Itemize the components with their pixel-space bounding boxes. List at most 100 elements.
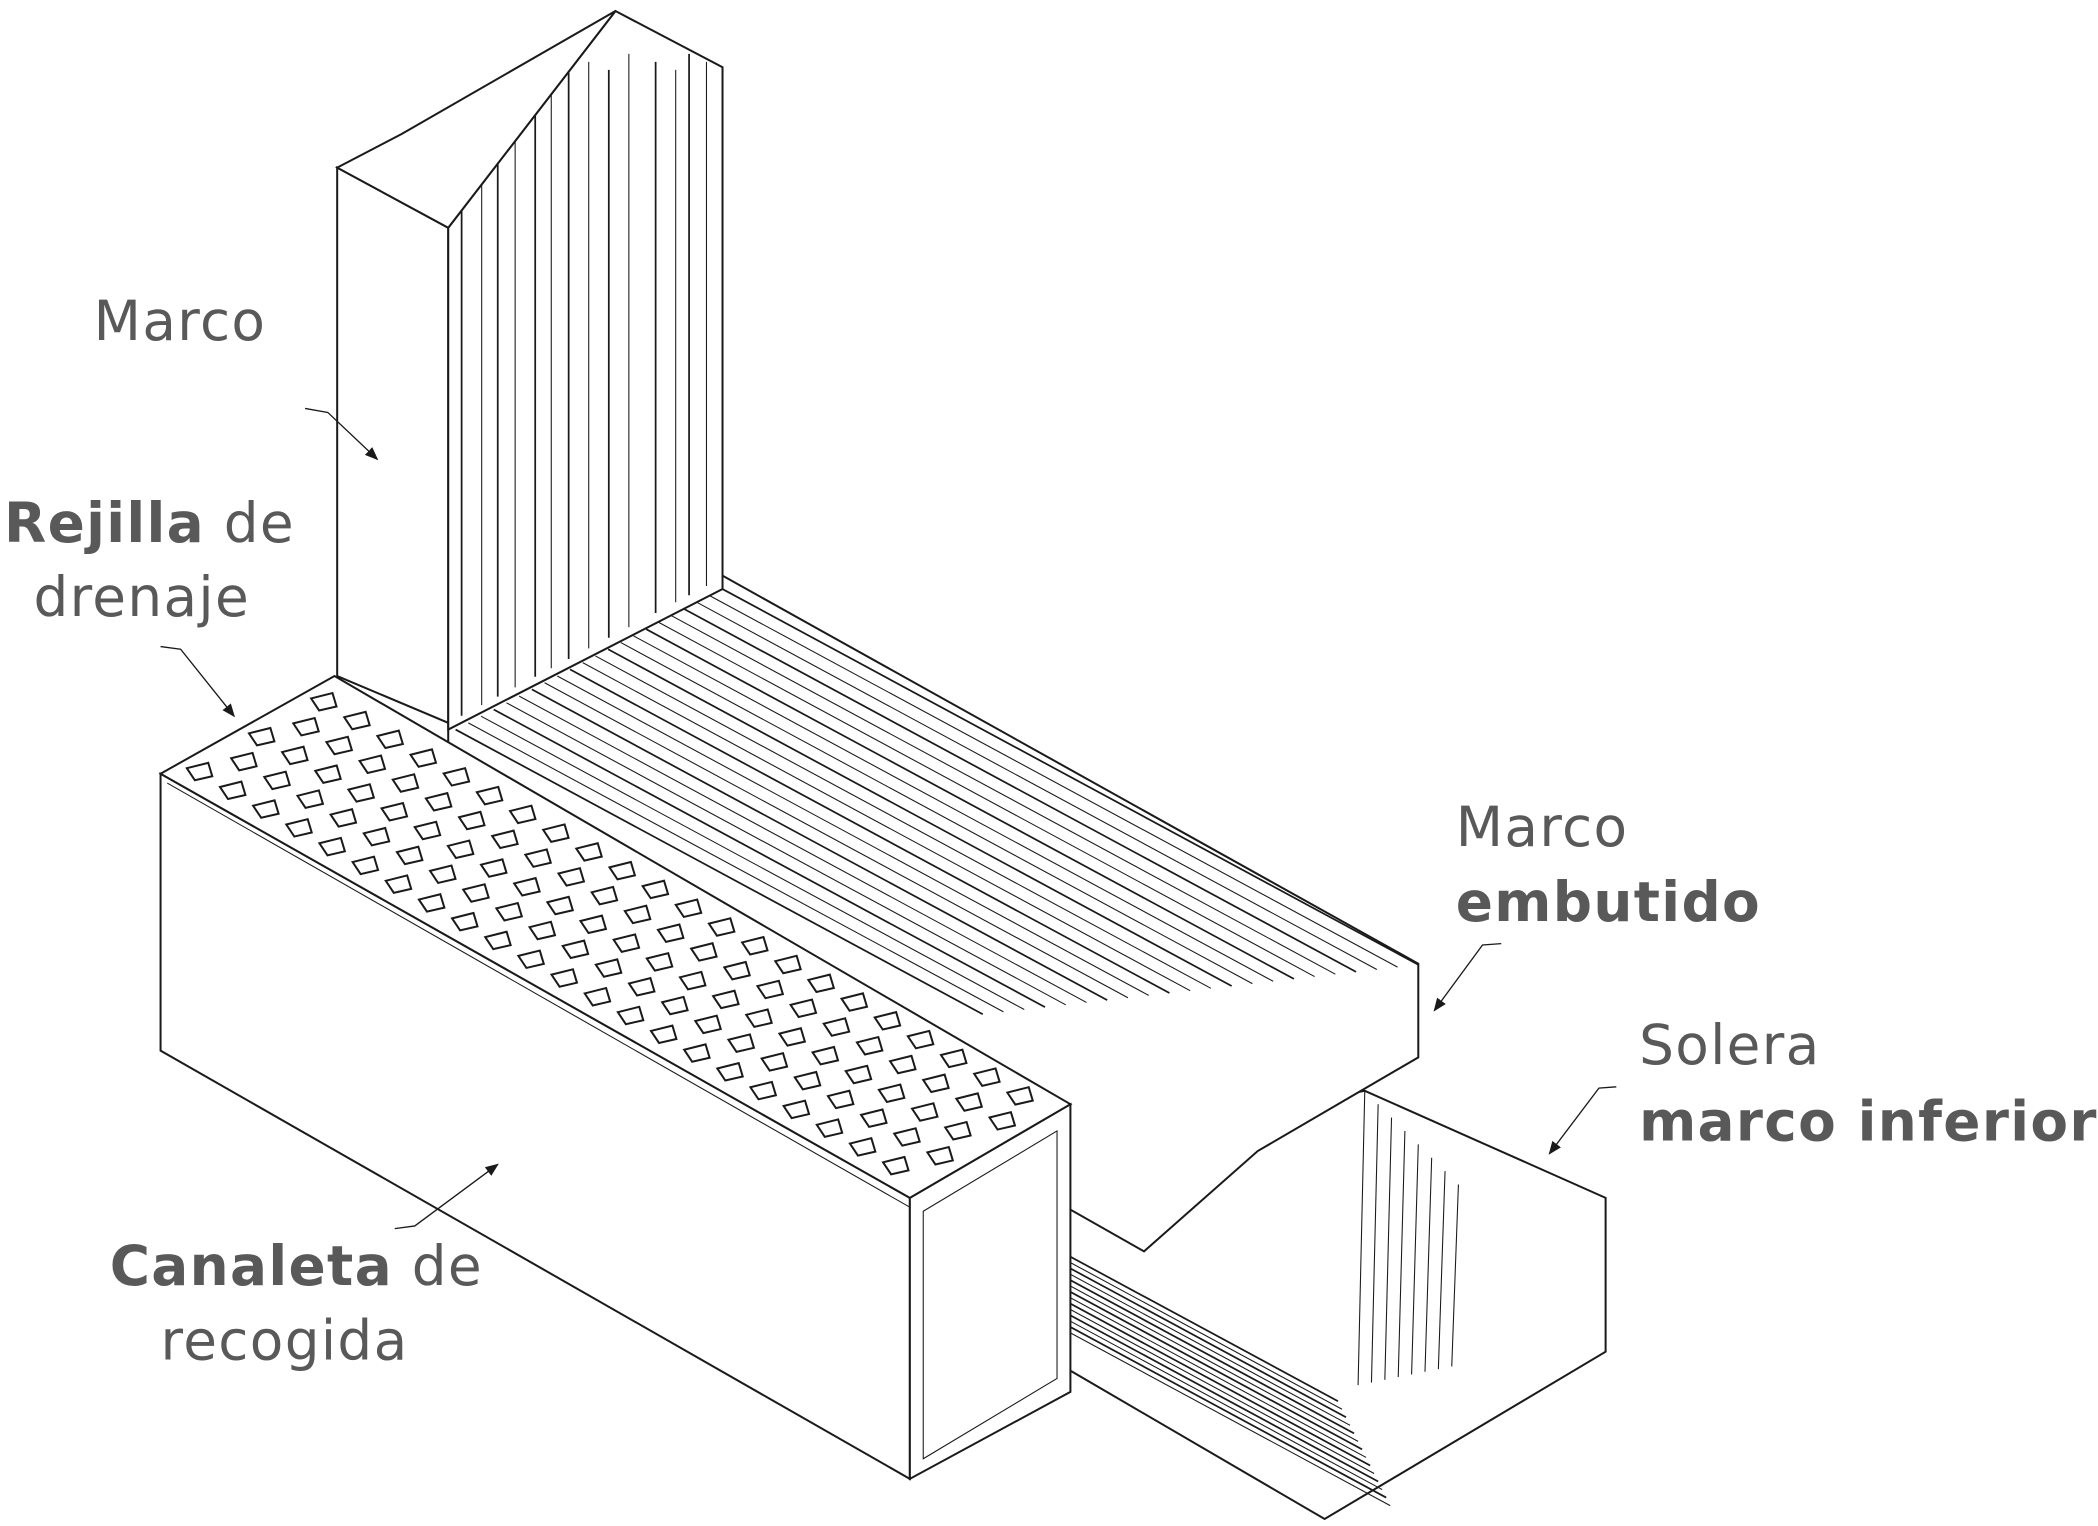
profile-line — [531, 688, 1108, 1001]
profile-line — [683, 608, 1357, 973]
drain-hole — [556, 866, 586, 887]
drain-hole — [391, 773, 420, 793]
marco-vertical-profile — [335, 9, 724, 732]
drain-hole — [417, 893, 446, 913]
drain-hole — [512, 876, 541, 897]
profile-line — [506, 702, 1066, 1006]
drain-hole — [822, 1017, 851, 1037]
drain-hole — [693, 1014, 723, 1035]
profile-line — [455, 728, 984, 1015]
drain-hole — [583, 986, 612, 1007]
profile-line — [1424, 1157, 1433, 1372]
profile-line — [620, 642, 1253, 985]
drain-hole — [649, 1024, 678, 1045]
drain-hole — [317, 836, 347, 857]
drain-hole — [755, 979, 785, 1000]
drain-hole — [313, 764, 342, 785]
label-canaleta-rest: de — [393, 1234, 483, 1298]
drain-hole — [793, 1070, 822, 1091]
drain-hole — [612, 933, 641, 953]
profile-line — [582, 662, 1191, 992]
drain-hole — [877, 1083, 906, 1104]
drain-hole — [641, 879, 670, 900]
drain-hole — [578, 914, 608, 935]
profile-line — [480, 715, 1025, 1010]
profile-line — [645, 628, 1295, 980]
drain-hole — [446, 839, 475, 860]
drain-hole — [362, 826, 391, 847]
drain-hole — [740, 935, 769, 956]
profile-line — [709, 595, 1398, 968]
drain-hole — [660, 995, 689, 1016]
svg-text:marco inferior: marco inferior — [1639, 1089, 2098, 1153]
drain-hole — [987, 1110, 1017, 1131]
drain-hole — [656, 923, 685, 944]
svg-text:drenaje: drenaje — [33, 565, 250, 629]
drain-hole — [726, 1033, 756, 1053]
drain-hole — [350, 855, 380, 876]
profile-line — [1370, 1104, 1379, 1383]
canaleta-box — [158, 674, 1073, 1481]
drain-hole — [479, 858, 508, 878]
drain-hole — [549, 968, 579, 988]
drain-hole — [428, 864, 457, 885]
drain-hole — [408, 748, 438, 768]
drain-hole — [711, 989, 740, 1010]
profile-line — [1451, 1184, 1459, 1367]
drain-hole — [594, 958, 623, 978]
profile-line — [1357, 1090, 1366, 1386]
drain-hole — [590, 885, 619, 906]
drain-hole — [384, 874, 413, 894]
drain-hole — [848, 1136, 877, 1157]
drain-hole — [357, 754, 387, 775]
profile-line — [544, 682, 1129, 999]
drain-hole — [972, 1067, 1001, 1087]
drain-hole — [379, 801, 409, 822]
drain-hole — [541, 823, 570, 843]
profile-line — [1397, 1130, 1406, 1378]
drain-hole — [229, 751, 258, 772]
svg-text:embutido: embutido — [1456, 870, 1761, 934]
drain-hole — [574, 842, 604, 862]
drain-hole — [450, 911, 479, 932]
drain-hole — [839, 992, 869, 1012]
label-marco-text: Marco — [94, 289, 267, 353]
drain-hole — [689, 942, 718, 962]
drain-hole — [616, 1005, 645, 1026]
svg-text:Solera: Solera — [1639, 1013, 1821, 1077]
drain-hole — [291, 716, 320, 737]
drain-hole — [715, 1061, 744, 1082]
label-rejilla-line2: drenaje — [33, 565, 250, 629]
label-canaleta-line2: recogida — [161, 1309, 409, 1373]
drain-hole — [395, 845, 424, 866]
drain-hole — [545, 895, 575, 916]
drain-hole — [707, 917, 736, 937]
profile-line — [633, 635, 1274, 982]
label-marco-embutido: Marco embutido — [1433, 795, 1761, 1012]
drain-hole — [674, 898, 703, 919]
label-marco: Marco — [94, 289, 379, 461]
label-rejilla: Rejilla de drenaje — [4, 491, 294, 718]
drain-hole — [346, 783, 376, 803]
drain-hole — [881, 1155, 910, 1176]
drain-hole — [295, 789, 325, 809]
label-solera: Solera marco inferior — [1548, 1013, 2098, 1155]
drain-hole — [678, 970, 707, 991]
drain-hole — [284, 817, 313, 838]
drain-hole — [781, 1099, 811, 1120]
drain-hole — [815, 1118, 844, 1138]
drain-hole — [251, 799, 280, 819]
label-canaleta-bold: Canaleta — [110, 1234, 393, 1298]
drain-hole — [1005, 1085, 1035, 1106]
drain-hole — [810, 1045, 840, 1066]
drain-hole — [682, 1043, 711, 1063]
label-solera-line1: Solera — [1639, 1013, 1821, 1077]
drain-hole — [442, 766, 471, 787]
drain-hole — [523, 848, 553, 868]
drain-hole — [873, 1010, 902, 1031]
drain-hole — [760, 1051, 789, 1072]
drain-hole — [527, 920, 557, 941]
drain-hole — [494, 901, 524, 922]
drain-hole — [324, 735, 354, 756]
